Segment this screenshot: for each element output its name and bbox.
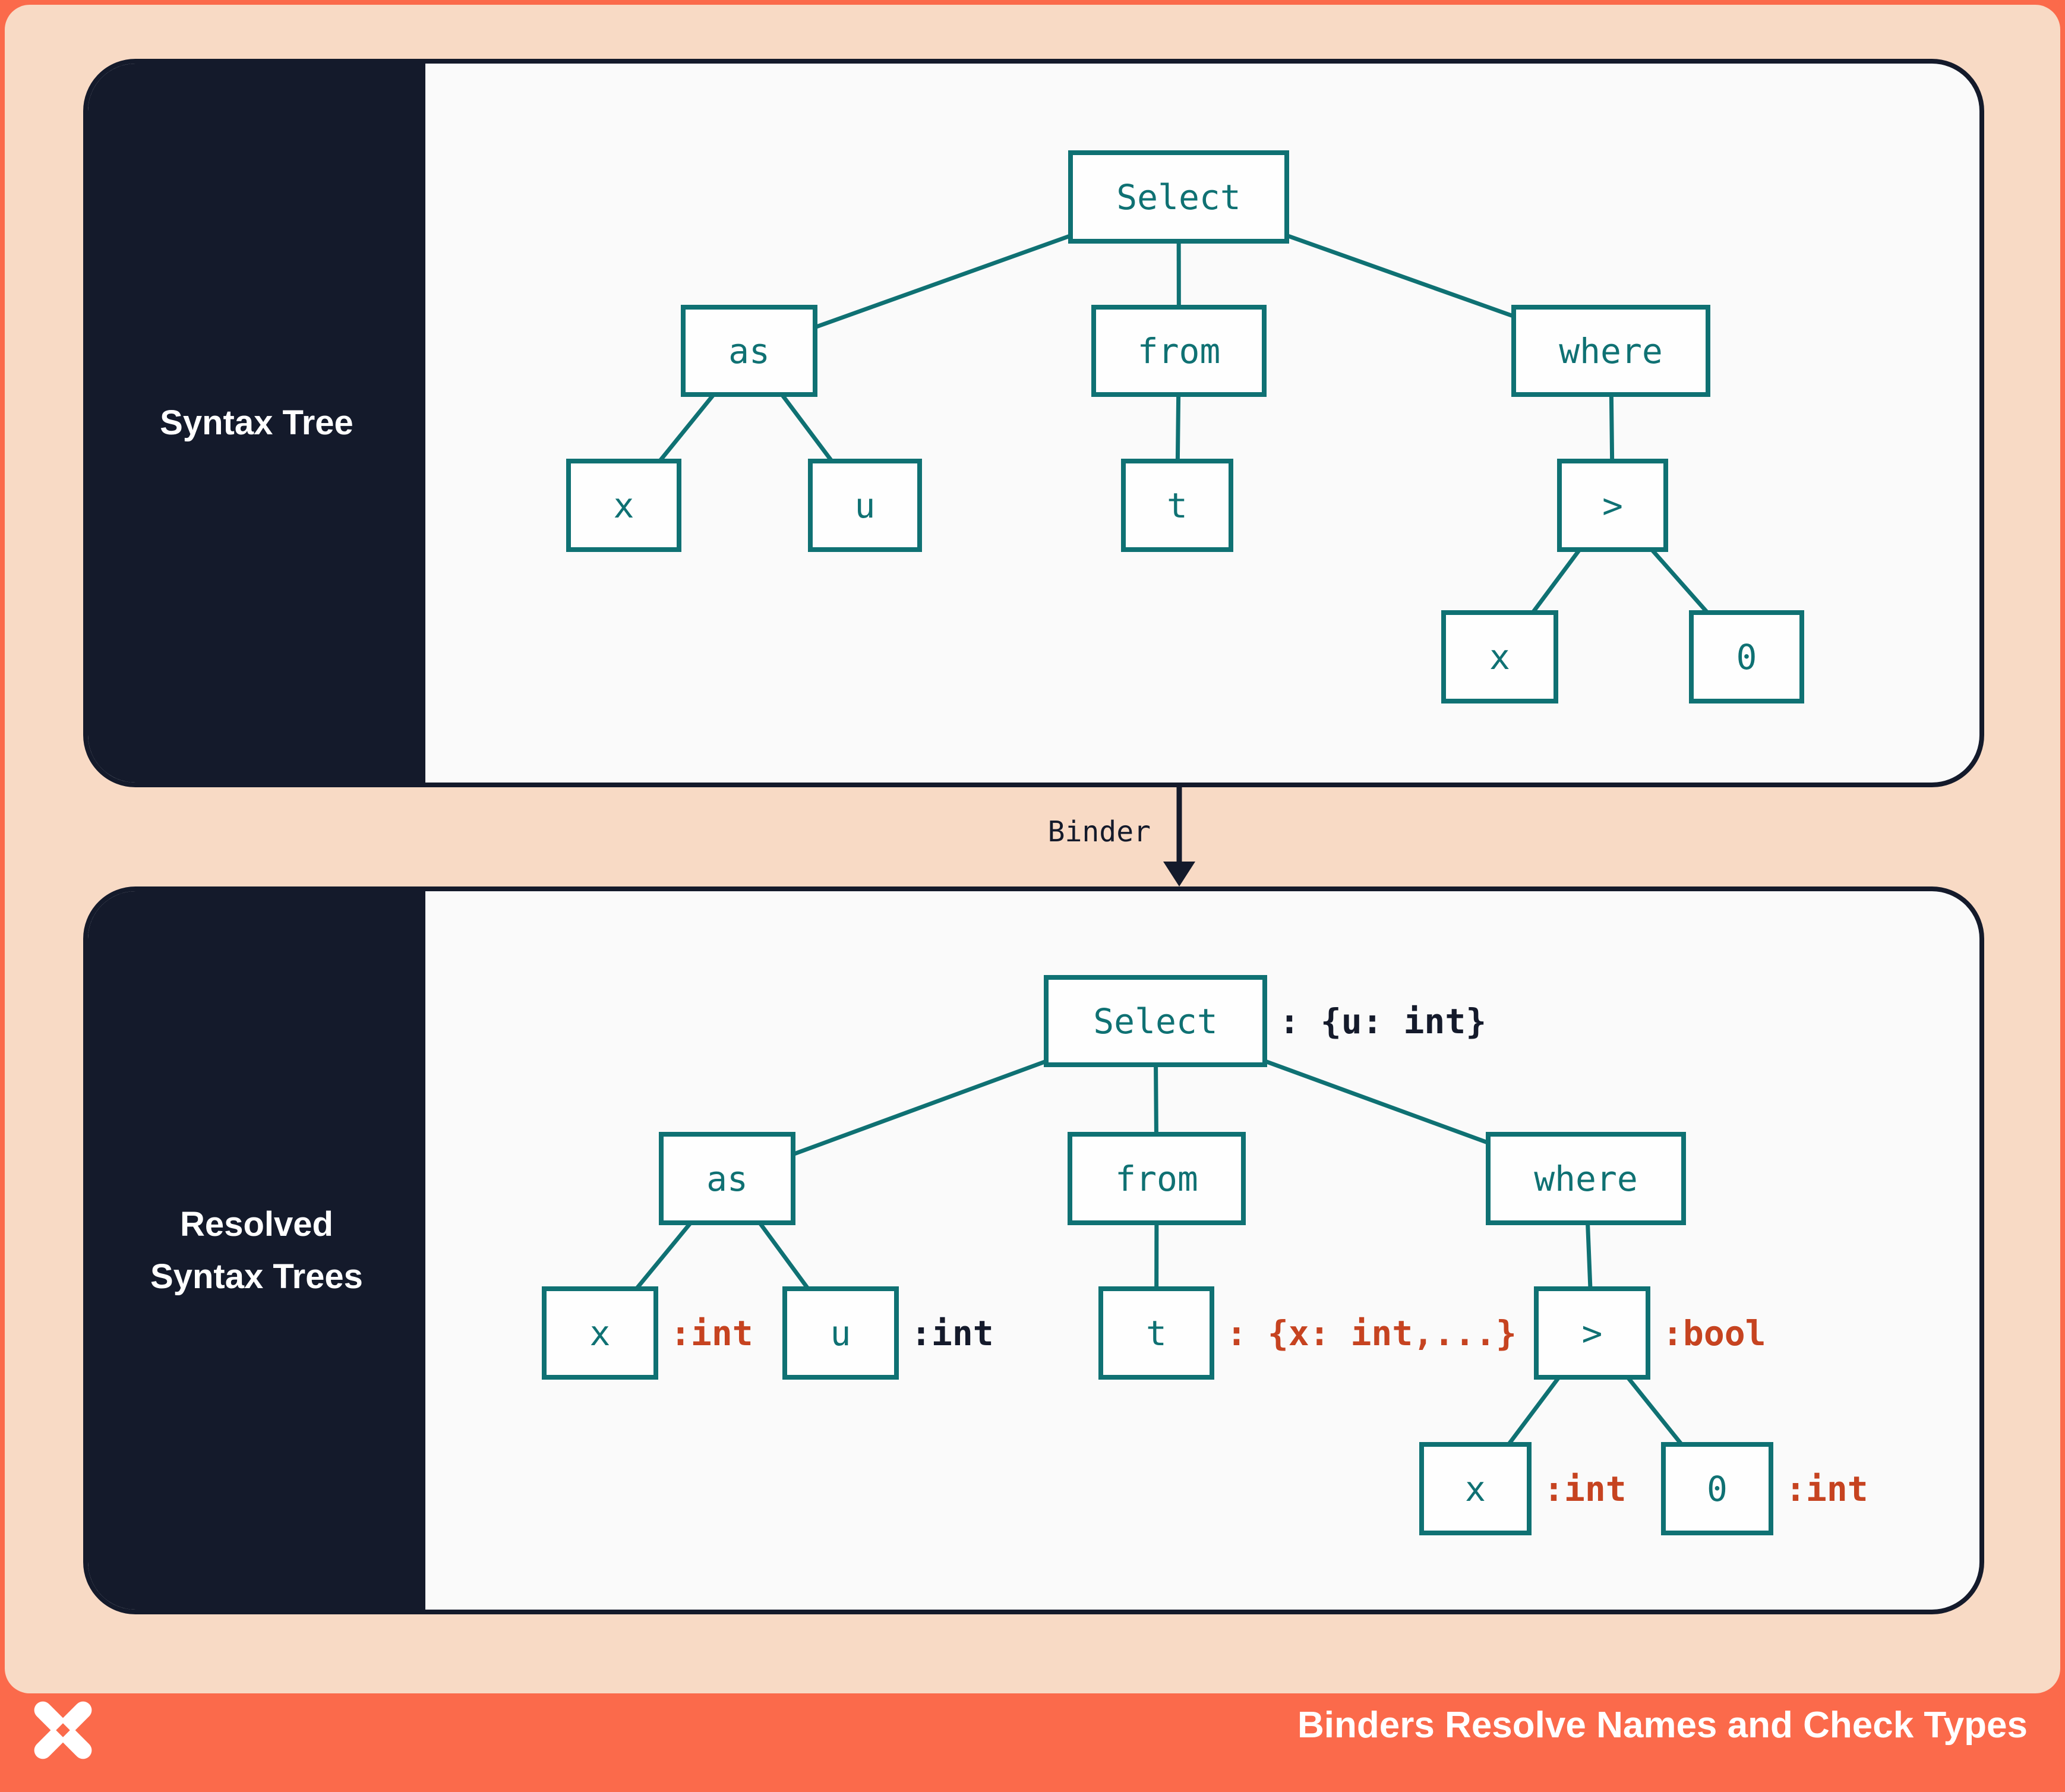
bottom-tree-node-from: from: [1068, 1132, 1246, 1225]
resolved-panel-title-line1: Resolved: [180, 1204, 333, 1244]
bottom-type-annotation-select: : {u: int}: [1279, 1001, 1487, 1042]
top-tree-node-gt: >: [1557, 459, 1668, 552]
syntax-tree-panel: Syntax Tree: [83, 59, 1984, 787]
top-tree-node-zero: 0: [1689, 610, 1804, 703]
syntax-tree-panel-sidebar: Syntax Tree: [88, 64, 425, 783]
syntax-tree-panel-title: Syntax Tree: [160, 403, 353, 442]
top-tree-node-select: Select: [1068, 150, 1289, 244]
top-tree-node-t: t: [1121, 459, 1233, 552]
bottom-tree-node-select: Select: [1044, 975, 1267, 1067]
bottom-tree-node-x1: x: [542, 1286, 658, 1380]
bottom-tree-node-gt: >: [1534, 1286, 1650, 1380]
top-tree-node-as: as: [681, 305, 817, 397]
top-tree-node-x2: x: [1441, 610, 1558, 703]
bottom-tree-node-zero: 0: [1661, 1442, 1773, 1535]
bottom-tree-node-as: as: [659, 1132, 795, 1225]
resolved-syntax-trees-panel-sidebar: Resolved Syntax Trees: [88, 891, 425, 1610]
bottom-tree-node-t: t: [1098, 1286, 1214, 1380]
resolved-panel-title-line2: Syntax Trees: [150, 1257, 363, 1296]
binder-label: Binder: [1047, 815, 1151, 848]
bottom-type-annotation-x1: :int: [670, 1313, 753, 1354]
footer-caption: Binders Resolve Names and Check Types: [1297, 1705, 2028, 1746]
top-tree-node-where: where: [1511, 305, 1710, 397]
top-tree-node-x1: x: [566, 459, 681, 552]
bottom-type-annotation-u: :int: [911, 1313, 994, 1354]
bottom-tree-node-u: u: [782, 1286, 899, 1380]
bottom-type-annotation-t: : {x: int,...}: [1226, 1313, 1517, 1354]
top-tree-node-u: u: [808, 459, 922, 552]
bottom-tree-node-where: where: [1486, 1132, 1686, 1225]
bottom-tree-node-x2: x: [1419, 1442, 1532, 1535]
top-tree-node-from: from: [1091, 305, 1267, 397]
x-star-logo-icon: [34, 1701, 92, 1759]
bottom-type-annotation-gt: :bool: [1662, 1313, 1766, 1354]
bottom-type-annotation-x2: :int: [1543, 1468, 1627, 1509]
bottom-type-annotation-zero: :int: [1785, 1468, 1868, 1509]
